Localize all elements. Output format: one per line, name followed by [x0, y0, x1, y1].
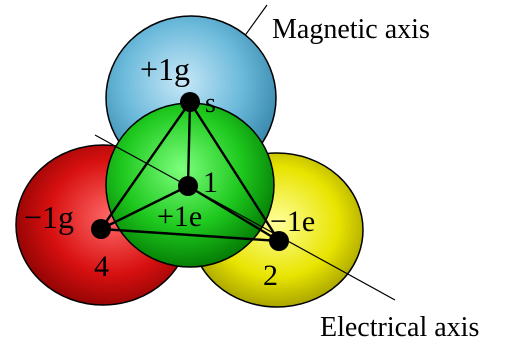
- vertex-s-dot: [180, 92, 200, 112]
- electrical-axis-label: Electrical axis: [320, 312, 479, 343]
- right-charge-label: −1e: [270, 205, 315, 238]
- magnetic-axis-label: Magnetic axis: [272, 14, 430, 45]
- top-vertex-label: s: [205, 88, 216, 119]
- center-charge-label: +1e: [157, 200, 202, 233]
- top-charge-label: +1g: [140, 51, 190, 87]
- right-vertex-label: 2: [263, 259, 278, 292]
- left-charge-label: −1g: [24, 199, 74, 235]
- edge-s-2: [188, 101, 281, 242]
- edge-1-4: [100, 184, 189, 231]
- edge-s-1: [186, 101, 192, 187]
- left-vertex-label: 4: [94, 250, 109, 283]
- edge-1-2: [187, 184, 280, 243]
- electrical-axis-line: [94, 134, 396, 301]
- tetrahedron-edges: [100, 101, 281, 243]
- edge-s-4: [100, 101, 191, 230]
- edge-4-2: [100, 227, 280, 243]
- vertex-1-dot: [178, 176, 198, 196]
- vertex-4-dot: [91, 219, 111, 239]
- vertex-2-dot: [269, 231, 289, 251]
- center-vertex-label: 1: [203, 166, 218, 199]
